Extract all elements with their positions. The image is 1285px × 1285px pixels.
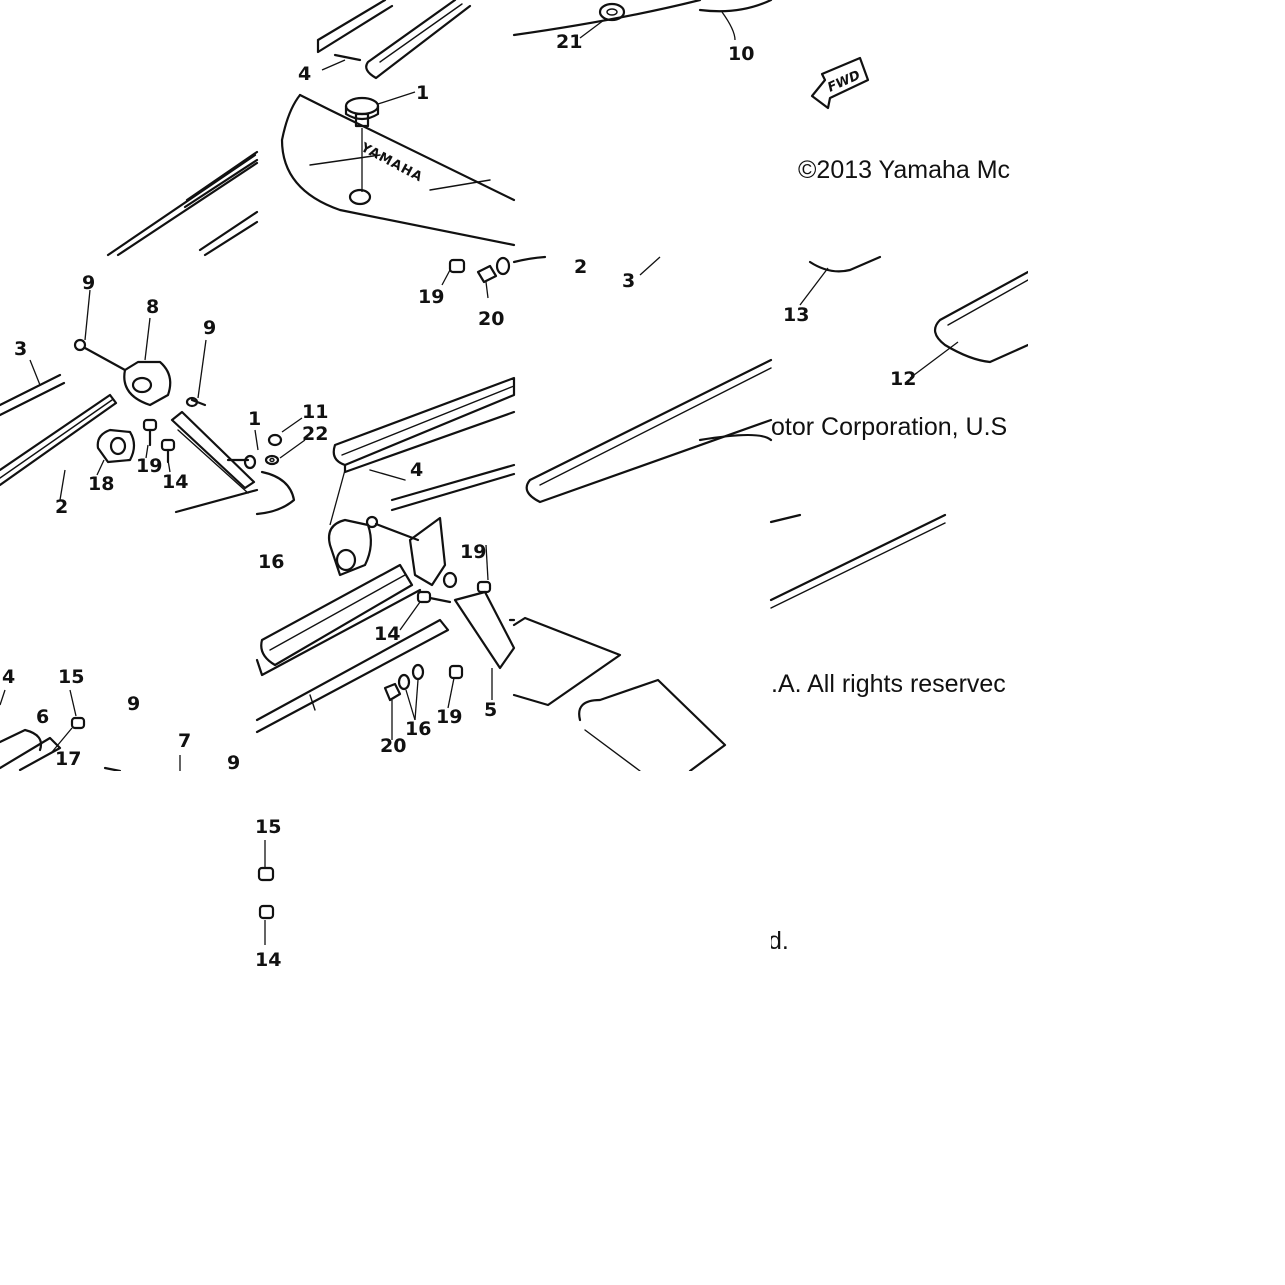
mat-center [525,358,773,504]
part-number-callout: 20 [380,735,406,757]
copyright-line-1: ©2013 Yamaha Mc [798,156,1010,184]
part-number-callout: 17 [55,748,81,770]
part-number-callout: 1 [416,82,429,104]
part-number-callout: 5 [484,699,497,721]
part-number-callout: 3 [622,270,635,292]
bumper-top-center: YAMAHA [280,93,516,247]
part-number-callout: 19 [418,286,444,308]
part-number-callout: 13 [783,304,809,326]
part-number-callout: 11 [302,401,328,423]
part-number-callout: 21 [556,31,582,53]
bracket-5 [408,516,516,670]
part-number-callout: 10 [728,43,754,65]
part-number-callout: 18 [88,473,114,495]
bolts-19-14 [142,418,176,473]
part-number-callout: 6 [36,706,49,728]
bumper-bottom [255,563,450,734]
part-number-callout: 2 [55,496,68,518]
plug-bolt [344,96,380,128]
fwd-arrow-icon: FWD [810,56,870,110]
part-number-callout: 4 [2,666,15,688]
part-number-callout: 16 [258,551,284,573]
clamp-18 [96,428,136,464]
part-number-callout: 20 [478,308,504,330]
part-number-callout: 3 [14,338,27,360]
rail-top-center [316,0,472,80]
rail-left-middle [0,373,118,487]
clamp-bottom [327,515,420,577]
copyright-line-4: d. [768,927,789,955]
part-number-callout: 8 [146,296,159,318]
hardware-center [441,255,661,299]
mat-right [808,255,1030,364]
part-number-callout: 16 [405,718,431,740]
bolts-15-14-bottom [257,840,275,945]
part-number-callout: 7 [178,730,191,752]
part-number-callout: 9 [203,317,216,339]
part-number-callout: 4 [298,63,311,85]
part-number-callout: 14 [162,471,188,493]
bracket-8 [73,338,207,408]
left-slats [106,150,259,257]
part-number-callout: 22 [302,423,328,445]
part-number-callout: 9 [127,693,140,715]
part-number-callout: 19 [460,541,486,563]
copyright-line-3: .A. All rights reservec [771,670,1006,698]
part-number-callout: 14 [374,623,400,645]
part-number-callout: 19 [436,706,462,728]
part-number-callout: 9 [227,752,240,774]
part-number-callout: 9 [82,272,95,294]
part-number-callout: 19 [136,455,162,477]
brand-logo-text: YAMAHA [357,140,425,186]
part-number-callout: 1 [248,408,261,430]
washer-22 [255,433,296,516]
rail-left-bottom [0,689,181,773]
part-number-callout: 4 [410,459,423,481]
part-number-callout: 12 [890,368,916,390]
part-number-callout: 2 [574,256,587,278]
part-number-callout: 15 [58,666,84,688]
nuts-bottom [383,663,464,740]
mat-bottom [512,513,947,773]
stay-bracket [170,410,259,514]
callouts: 21 10 4 1 19 20 2 3 13 12 9 8 9 3 18 19 … [2,31,916,971]
copyright-line-2: otor Corporation, U.S [771,413,1007,441]
bumper-rail-middle [329,376,516,526]
part-number-callout: 15 [255,816,281,838]
part-number-callout: 14 [255,949,281,971]
